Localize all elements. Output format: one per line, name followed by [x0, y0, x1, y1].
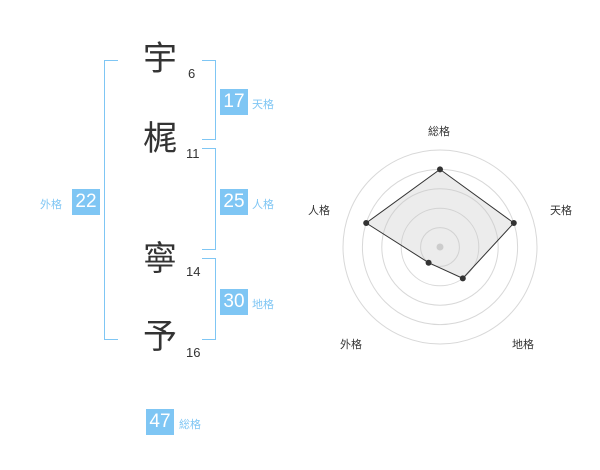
chikaku-bracket — [202, 258, 216, 340]
radar-ring-5 — [342, 149, 538, 345]
radar-label-tenkaku: 天格 — [550, 204, 572, 217]
gaikaku-bracket — [104, 60, 118, 340]
jinkaku-bracket — [202, 148, 216, 250]
radar-point-0 — [437, 166, 443, 173]
soukaku-label: 総格 — [179, 418, 201, 431]
name-char-1: 宇 — [143, 39, 177, 79]
radar-label-soukaku: 総格 — [428, 125, 450, 138]
stroke-count-1: 6 — [188, 66, 196, 81]
radar-point-2 — [459, 275, 466, 282]
radar-ring-2 — [400, 207, 480, 287]
name-char-3: 寧 — [143, 239, 177, 279]
gaikaku-label: 外格 — [40, 198, 62, 211]
chikaku-badge: 30 — [220, 289, 248, 315]
radar-point-3 — [425, 259, 432, 266]
radar-label-jinkaku: 人格 — [308, 204, 330, 217]
name-char-4: 予 — [143, 317, 177, 357]
radar-point-1 — [510, 220, 517, 227]
jinkaku-badge: 25 — [220, 189, 248, 215]
chikaku-label: 地格 — [252, 298, 274, 311]
gaikaku-badge: 22 — [72, 189, 100, 215]
tenkaku-bracket — [202, 60, 216, 140]
radar-label-chikaku: 地格 — [512, 338, 534, 351]
radar-ring-1 — [420, 227, 460, 267]
radar-area — [365, 168, 515, 279]
radar-point-4 — [363, 220, 370, 227]
tenkaku-badge: 17 — [220, 89, 248, 115]
name-char-2: 梶 — [143, 119, 177, 159]
stroke-count-3: 14 — [186, 264, 201, 279]
tenkaku-label: 天格 — [252, 98, 274, 111]
radar-center — [436, 243, 444, 251]
soukaku-badge: 47 — [146, 409, 174, 435]
jinkaku-label: 人格 — [252, 198, 274, 211]
stroke-count-4: 16 — [186, 345, 201, 360]
stroke-count-2: 11 — [186, 146, 200, 161]
radar-ring-3 — [381, 188, 499, 306]
radar-label-gaikaku: 外格 — [340, 338, 362, 351]
